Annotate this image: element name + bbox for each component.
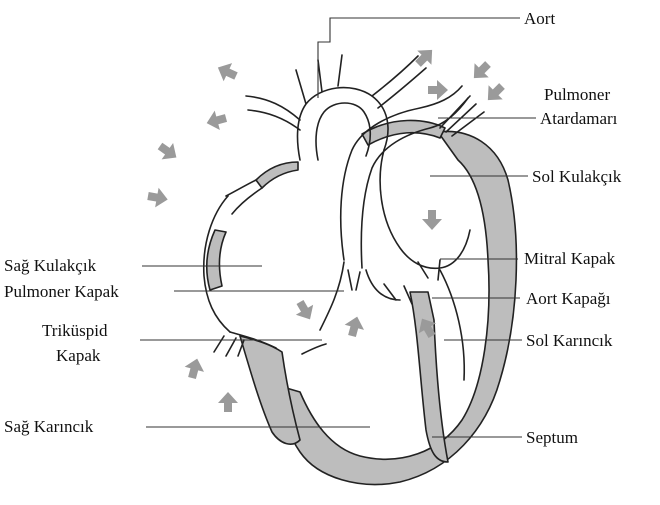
flow-arrow-icon <box>218 392 238 412</box>
pulmonary-veins <box>440 96 484 136</box>
label-sol-karincik: Sol Karıncık <box>526 331 613 350</box>
mitral-valve <box>418 260 440 280</box>
flow-arrow-icon <box>146 186 169 209</box>
flow-arrow-icon <box>204 108 228 132</box>
left-atrium-band <box>362 120 445 145</box>
label-sag-kulakcik: Sağ Kulakçık <box>4 256 97 275</box>
flow-arrow-icon <box>481 79 509 107</box>
label-trikuspid-kapak-line2: Kapak <box>56 346 101 365</box>
flow-arrow-icon <box>411 43 439 71</box>
blood-flow-arrows <box>146 43 509 412</box>
label-aort-kapagi: Aort Kapağı <box>526 289 611 308</box>
label-trikuspid-kapak-line1: Triküspid <box>42 321 108 340</box>
pulmonary-valve <box>348 270 360 290</box>
tricuspid-valve <box>214 336 244 356</box>
flow-arrow-icon <box>214 58 241 85</box>
aortic-valve <box>384 284 412 304</box>
right-atrium-wall <box>207 230 226 290</box>
label-pulmoner-atardamari-line1: Pulmoner <box>544 85 610 104</box>
superior-vena-cava <box>226 180 262 214</box>
label-sol-kulakcik: Sol Kulakçık <box>532 167 622 186</box>
label-pulmoner-atardamari-line2: Atardamarı <box>540 109 618 128</box>
label-septum: Septum <box>526 428 578 447</box>
left-ventricle-inner <box>440 270 464 380</box>
flow-arrow-icon <box>422 210 442 230</box>
right-atrium-top-band <box>256 162 298 188</box>
aortic-branch <box>246 56 426 130</box>
aorta <box>296 55 388 160</box>
labels: Aort Pulmoner Atardamarı Sol Kulakçık Mi… <box>4 9 622 447</box>
flow-arrow-icon <box>428 80 448 100</box>
label-pulmoner-kapak: Pulmoner Kapak <box>4 282 119 301</box>
label-mitral-kapak: Mitral Kapak <box>524 249 616 268</box>
label-sag-karincik: Sağ Karıncık <box>4 417 94 436</box>
label-aort: Aort <box>524 9 555 28</box>
pulmonary-trunk <box>341 86 468 268</box>
flow-arrow-icon <box>467 57 495 85</box>
left-atrium-outline <box>380 150 470 268</box>
flow-arrow-icon <box>342 314 366 338</box>
flow-arrow-icon <box>182 356 206 380</box>
heart-body <box>204 55 517 484</box>
flow-arrow-icon <box>291 297 318 324</box>
flow-arrow-icon <box>154 138 182 166</box>
